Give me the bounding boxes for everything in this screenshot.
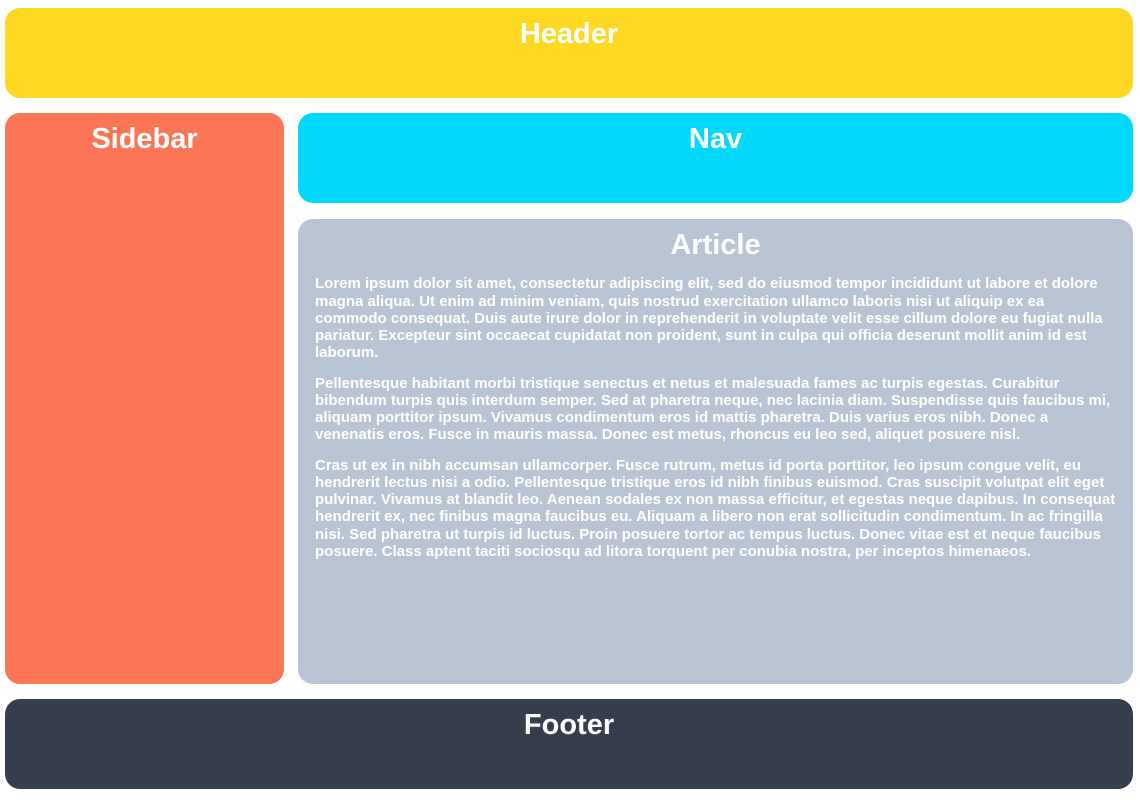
header-title: Header xyxy=(519,18,619,50)
nav-title: Nav xyxy=(688,123,743,155)
middle-row: Sidebar Nav Article Lorem ipsum dolor si… xyxy=(5,113,1133,684)
page-layout: Header Sidebar Nav Article Lorem ipsum d… xyxy=(5,8,1133,789)
footer: Footer xyxy=(5,699,1133,789)
footer-title: Footer xyxy=(523,709,615,741)
sidebar-title: Sidebar xyxy=(91,123,198,155)
article: Article Lorem ipsum dolor sit amet, cons… xyxy=(298,219,1133,684)
sidebar: Sidebar xyxy=(5,113,284,684)
article-paragraph: Pellentesque habitant morbi tristique se… xyxy=(315,374,1111,444)
main-column: Nav Article Lorem ipsum dolor sit amet, … xyxy=(298,113,1133,684)
article-title: Article xyxy=(670,229,761,261)
article-paragraph: Cras ut ex in nibh accumsan ullamcorper.… xyxy=(315,456,1116,560)
article-paragraph: Lorem ipsum dolor sit amet, consectetur … xyxy=(315,275,1103,362)
nav: Nav xyxy=(298,113,1133,203)
header: Header xyxy=(5,8,1133,98)
